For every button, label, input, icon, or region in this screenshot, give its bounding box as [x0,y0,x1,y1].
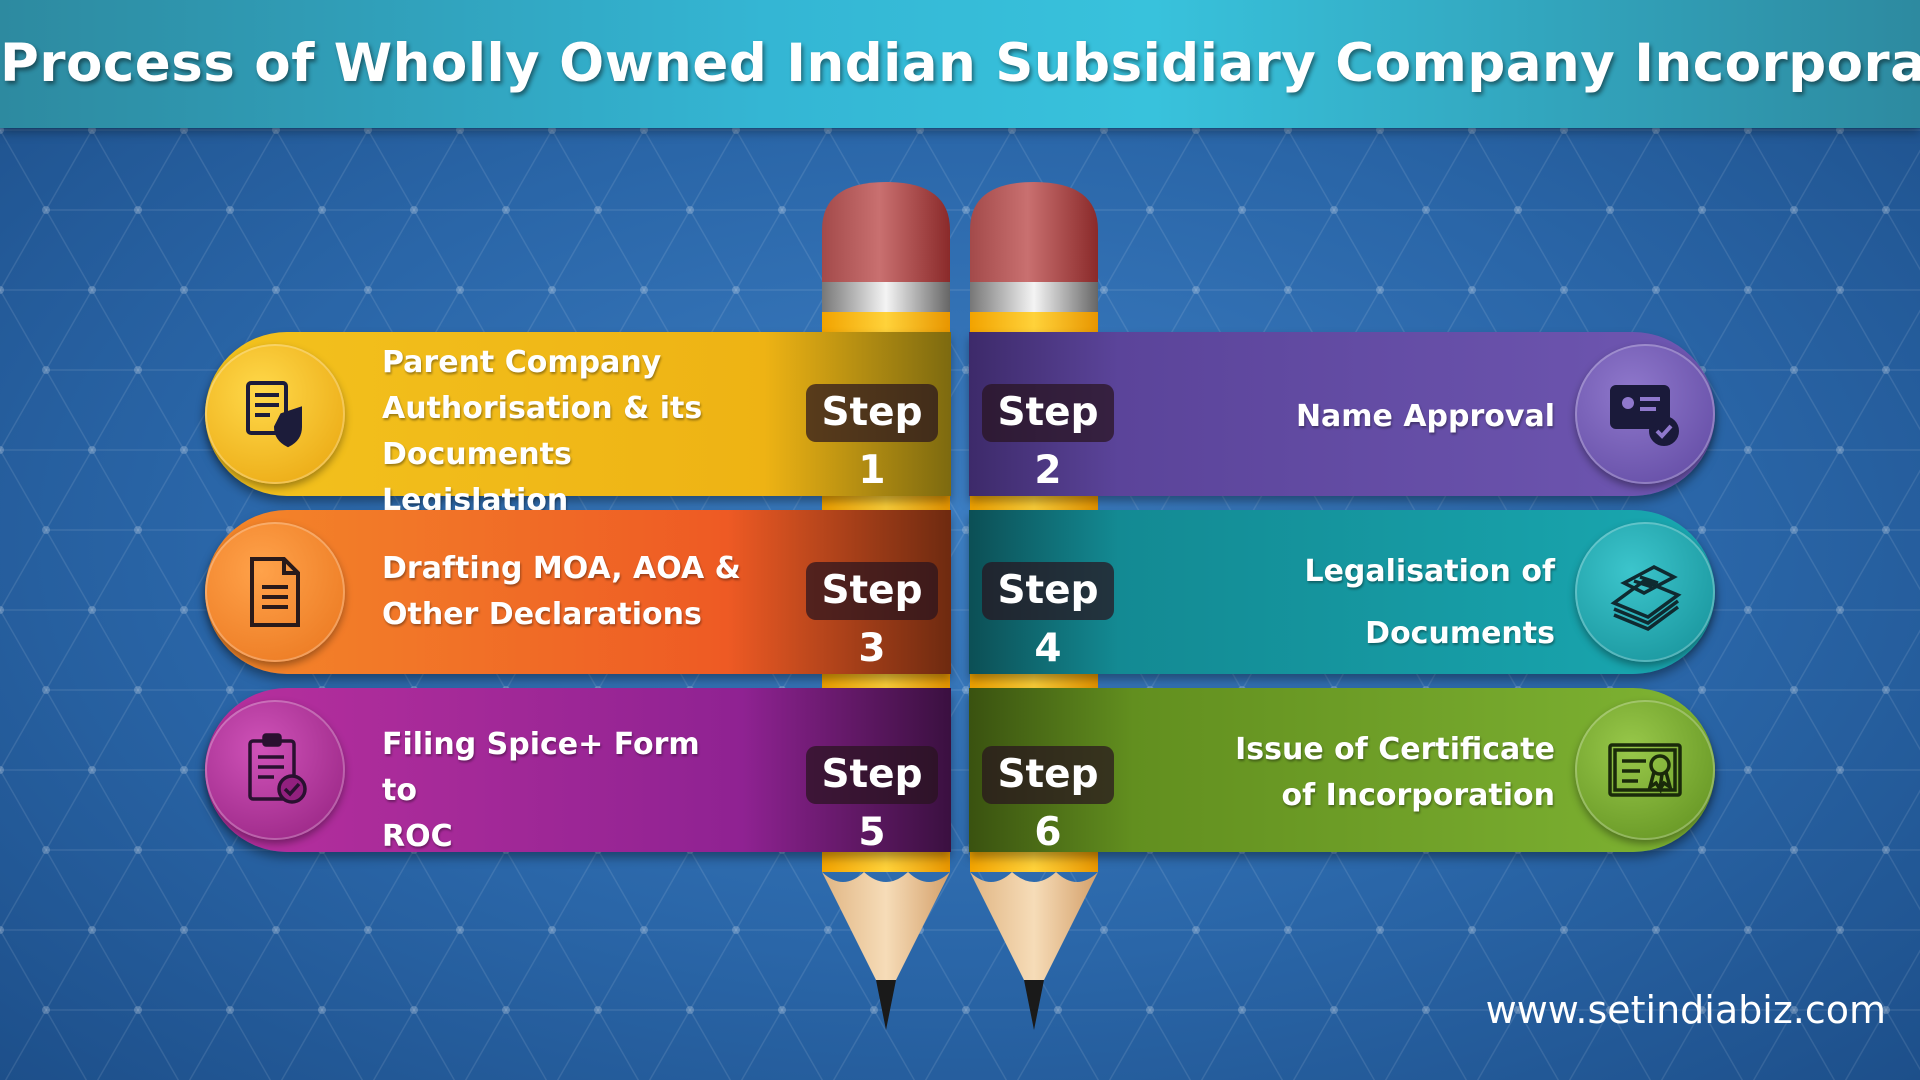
document-icon [250,557,300,627]
step-3-icon-circle [205,522,345,662]
step-4-label-line: Legalisation of [1304,554,1555,589]
certificate-shield-icon [246,381,302,448]
step-1-label-line: Parent Company [382,345,662,380]
step-6-badge: Step 6 [982,746,1114,855]
step-5-label-line: Filing Spice+ Form to [382,727,700,808]
step-2-badge: Step 2 [982,384,1114,493]
document-stack-icon [1610,565,1682,631]
step-5-label: Filing Spice+ Form to ROC [382,722,742,860]
clipboard-check-icon [248,733,307,804]
certificate-award-icon [1608,743,1682,797]
website-url: www.setindiabiz.com [1485,988,1886,1032]
step-3-label-line: Drafting MOA, AOA & [382,551,741,586]
step-6-label: Issue of Certificate of Incorporation [1120,727,1555,819]
step-6-label-line: Issue of Certificate [1235,732,1555,767]
header-banner: Process of Wholly Owned Indian Subsidiar… [0,0,1920,128]
step-6-label-line: of Incorporation [1281,778,1555,813]
step-3-label: Drafting MOA, AOA & Other Declarations [382,546,742,638]
step-4-badge: Step 4 [982,562,1114,671]
step-2-icon-circle [1575,344,1715,484]
id-card-check-icon [1610,385,1679,446]
step-5-label-line: ROC [382,819,453,854]
step-1-icon-circle [205,344,345,484]
step-2-label: Name Approval [1120,394,1555,440]
step-3-label-line: Other Declarations [382,597,702,632]
page-title: Process of Wholly Owned Indian Subsidiar… [0,33,1920,94]
step-5-badge: Step 5 [806,746,938,855]
step-4-label: Legalisation of Documents [1120,549,1555,657]
step-6-icon-circle [1575,700,1715,840]
step-4-icon-circle [1575,522,1715,662]
step-2-label-line: Name Approval [1295,399,1555,434]
step-3-badge: Step 3 [806,562,938,671]
step-4-label-line: Documents [1365,616,1555,651]
step-1-label-line: Authorisation & its [382,391,703,426]
step-5-icon-circle [205,700,345,840]
step-1-label: Parent Company Authorisation & its Docum… [382,340,742,524]
step-1-badge: Step 1 [806,384,938,493]
